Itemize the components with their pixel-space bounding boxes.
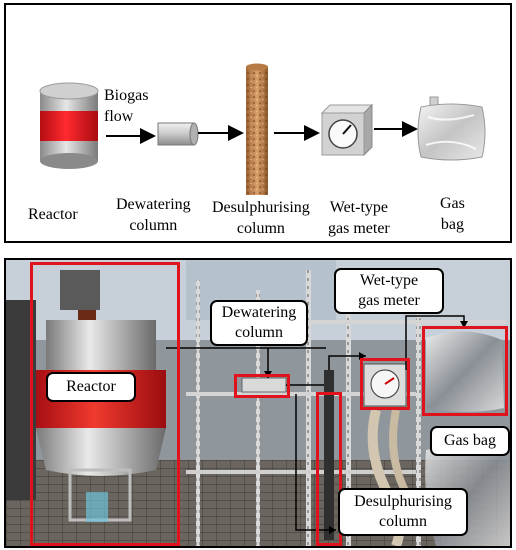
dewatering-callout-line2: column — [235, 324, 283, 341]
desulph-label-line1: Desulphurising — [212, 199, 310, 216]
dewatering-callout: Dewatering column — [210, 300, 308, 346]
dewatering-column-icon — [157, 122, 199, 146]
process-schematic-panel: Biogas flow Reactor Dewatering column De… — [4, 3, 512, 243]
biogas-flow-label: Biogas flow — [104, 85, 148, 127]
biogas-flow-label-line1: Biogas — [104, 87, 149, 104]
gasbag-label-line1: Gas — [440, 195, 465, 212]
desulph-callout-line1: Desulphurising — [354, 493, 452, 510]
dewatering-callout-line1: Dewatering — [221, 304, 297, 321]
dewatering-label-line2: column — [129, 217, 178, 234]
gas-bag-icon — [417, 96, 486, 161]
meter-callout-line2: gas meter — [358, 292, 420, 309]
reactor-label: Reactor — [28, 206, 78, 223]
gas-bag-photo-icon — [426, 331, 504, 412]
gas-meter-callout: Wet-type gas meter — [334, 268, 444, 314]
gas-meter-photo-icon — [363, 363, 407, 407]
dewatering-highlight-box — [234, 374, 290, 398]
laboratory-photo-panel: Reactor Dewatering column Wet-type gas m… — [4, 258, 512, 548]
dewatering-label-line1: Dewatering — [116, 196, 191, 213]
desulph-callout-line2: column — [379, 513, 427, 530]
desulphurising-highlight-box — [316, 392, 342, 546]
reactor-highlight-box — [30, 262, 180, 546]
schematic-drawing — [39, 63, 486, 195]
desulphurising-photo-icon — [324, 370, 334, 540]
gasbag-label-line2: bag — [440, 216, 464, 233]
gas-meter-icon — [320, 103, 374, 157]
gas-bag-highlight-box — [422, 326, 508, 416]
meter-label-line2: gas meter — [328, 220, 390, 237]
desulphurising-callout: Desulphurising column — [338, 488, 468, 536]
gas-bag-label: Gas bag — [440, 193, 465, 235]
gas-meter-highlight-box — [360, 358, 410, 410]
reactor-vessel-icon — [39, 82, 99, 169]
reactor-callout: Reactor — [46, 372, 136, 402]
gas-meter-label: Wet-type gas meter — [328, 197, 390, 239]
meter-callout-line1: Wet-type — [359, 272, 419, 289]
desulphurising-column-label: Desulphurising column — [212, 197, 310, 239]
meter-label-line1: Wet-type — [329, 199, 388, 216]
biogas-flow-label-line2: flow — [104, 108, 134, 125]
desulph-label-line2: column — [236, 220, 285, 237]
dewatering-column-label: Dewatering column — [116, 194, 191, 236]
gas-bag-callout: Gas bag — [430, 426, 510, 456]
desulphurising-column-icon — [246, 63, 268, 195]
